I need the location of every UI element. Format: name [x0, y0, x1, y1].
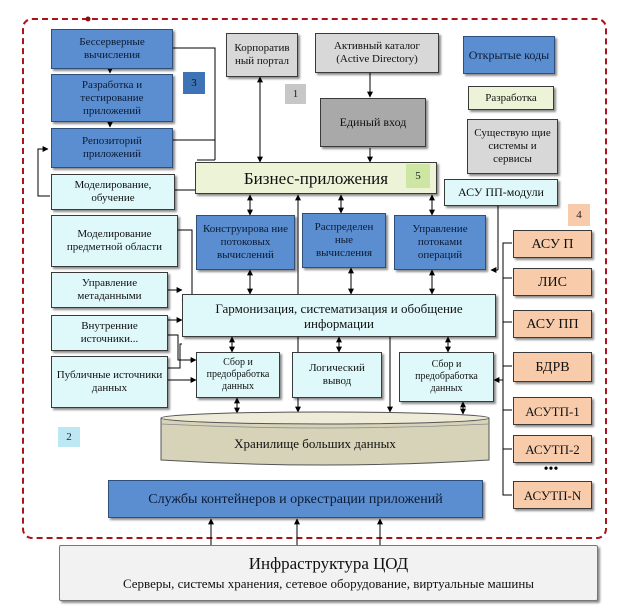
internal-sources-box: Внутренние источники...: [51, 315, 168, 351]
stream-design-box: Конструирова ние потоковых вычислений: [196, 215, 295, 270]
infrastructure-box: Инфраструктура ЦОД Серверы, системы хран…: [59, 545, 598, 601]
systems-ellipsis: •••: [543, 462, 559, 477]
system-asutp-2: АСУТП-2: [513, 435, 592, 463]
metadata-box: Управление метаданными: [51, 272, 168, 308]
harmonization-box: Гармонизация, систематизация и обобщение…: [182, 294, 496, 337]
active-directory-box: Активный каталог (Active Directory): [315, 33, 439, 73]
distributed-box: Распределен ные вычисления: [302, 213, 386, 268]
badge-3: 3: [183, 72, 205, 94]
infrastructure-subtitle: Серверы, системы хранения, сетевое обору…: [122, 576, 535, 591]
serverless-box: Бессерверные вычисления: [51, 29, 173, 69]
badge-4: 4: [568, 204, 590, 226]
storage-cylinder: [160, 411, 490, 466]
storage-label: Хранилище больших данных: [234, 436, 396, 451]
legend-existing: Существую щие системы и сервисы: [467, 119, 558, 174]
system-asu-pp: АСУ ПП: [513, 310, 592, 338]
infrastructure-title: Инфраструктура ЦОД: [248, 554, 409, 573]
legend-open-code: Открытые коды: [463, 36, 555, 74]
badge-2: 2: [58, 427, 80, 447]
sso-box: Единый вход: [320, 98, 426, 147]
platform-boundary: [22, 18, 607, 539]
badge-1: 1: [285, 84, 306, 104]
system-lis: ЛИС: [513, 268, 592, 296]
badge-5: 5: [406, 164, 430, 188]
system-asutp-n: АСУТП-N: [513, 481, 592, 509]
business-apps-box: Бизнес-приложения: [195, 162, 437, 194]
public-sources-box: Публичные источники данных: [51, 356, 168, 408]
system-bdrv: БДРВ: [513, 352, 592, 382]
repo-box: Репозиторий приложений: [51, 128, 173, 168]
domain-modeling-box: Моделирование предметной области: [51, 215, 178, 267]
legend-development: Разработка: [468, 86, 554, 110]
modeling-training-box: Моделирование, обучение: [51, 174, 175, 210]
system-asu-p: АСУ П: [513, 230, 592, 258]
logic-box: Логический вывод: [292, 352, 382, 398]
system-asutp-1: АСУТП-1: [513, 397, 592, 425]
containers-box: Службы контейнеров и оркестрации приложе…: [108, 480, 483, 518]
collect-right-box: Сбор и предобработка данных: [399, 352, 494, 402]
ops-mgmt-box: Управление потоками операций: [394, 215, 486, 270]
asu-pp-modules-box: АСУ ПП-модули: [444, 179, 558, 206]
dev-test-box: Разработка и тестирование приложений: [51, 74, 173, 122]
collect-left-box: Сбор и предобработка данных: [196, 352, 280, 398]
corp-portal-box: Корпоратив ный портал: [226, 33, 298, 77]
